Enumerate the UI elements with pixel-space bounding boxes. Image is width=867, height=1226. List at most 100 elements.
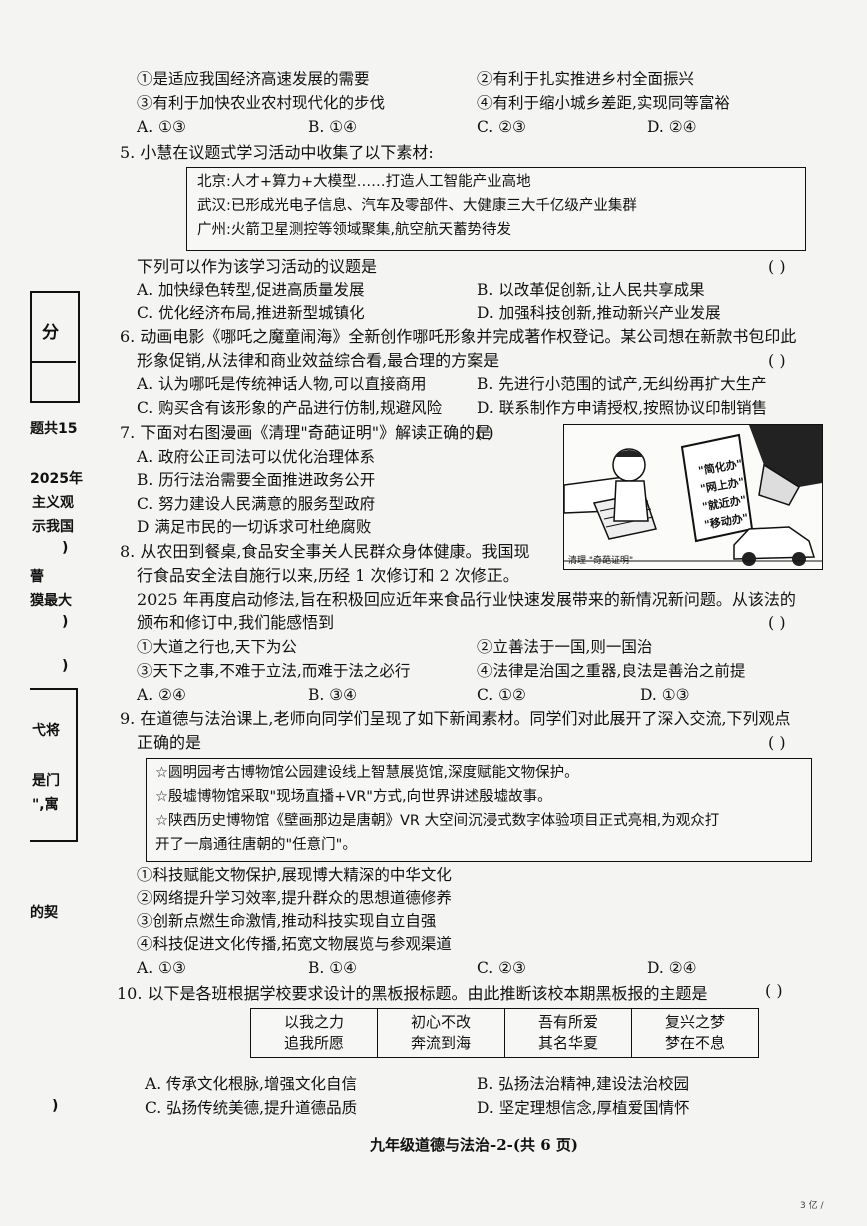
score-label: 分 [42,323,59,343]
slogan-cell: 吾有所爱其名华夏 [504,1008,632,1058]
q9-material-box: ☆圆明园考古博物馆公园建设线上智慧展览馆,深度赋能文物保护。 ☆殷墟博物馆采取"… [146,758,812,862]
margin-fragment: 獏最大 [30,593,72,609]
q8-choice-d: D. ①③ [640,686,690,704]
q6-choice-a: A. 认为哪吒是传统神话人物,可以直接商用 [137,375,427,393]
slogan-cell: 以我之力追我所愿 [250,1008,378,1058]
hand-shape [758,463,801,506]
q10-choice-c: C. 弘扬传统美德,提升道德品质 [145,1099,358,1117]
q4-choice-d: D. ②④ [647,118,697,136]
q5-material-line: 北京:人才+算力+大模型……打造人工智能产业高地 [197,174,531,190]
q8-option-3: ③天下之事,不难于立法,而难于法之必行 [137,662,411,680]
margin-fragment: ) [62,540,69,556]
slogan-line: 追我所愿 [283,1034,344,1052]
sleeve-shape [749,425,822,487]
score-box [30,291,80,403]
q10-choice-a: A. 传承文化根脉,增强文化自信 [145,1075,357,1093]
q6-choice-b: B. 先进行小范围的试产,无纠纷再扩大生产 [477,375,767,393]
slogan-line: 吾有所爱 [537,1013,598,1031]
q4-choice-b: B. ①④ [308,118,358,136]
q4-option-2: ②有利于扎实推进乡村全面振兴 [477,70,695,88]
q9-material-line: ☆殷墟博物馆采取"现场直播+VR"方式,向世界讲述殷墟故事。 [155,789,552,805]
slogan-line: 奔流到海 [410,1034,471,1052]
q8-option-1: ①大道之行也,天下为公 [137,638,297,656]
car-shape [733,526,816,560]
q7-choice-c: C. 努力建设人民满意的服务型政府 [137,495,376,513]
q9-material-line: ☆陕西历史博物馆《壁画那边是唐朝》VR 大空间沉浸式数字体验项目正式亮相,为观众… [155,813,720,829]
margin-fragment: 弋将 [32,723,60,739]
q5-answer-paren: ( ) [768,257,786,276]
margin-fragment: 2025年 [30,471,83,487]
q8-stem: 8. 从农田到餐桌,食品安全事关人民群众身体健康。我国现 [120,542,530,561]
cartoon-caption: 清理 "奇葩证明" [568,556,634,566]
q7-answer-paren: ( ) [476,423,494,442]
q9-answer-paren: ( ) [768,733,786,752]
slogan-cell: 初心不改奔流到海 [377,1008,505,1058]
q5-choice-a: A. 加快绿色转型,促进高质量发展 [137,281,365,299]
corner-mark: 3 亿 / [800,1201,824,1211]
q9-choice-a: A. ①③ [137,959,186,977]
margin-fragment: 瞢 [30,569,44,585]
q7-stem: 7. 下面对右图漫画《清理"奇葩证明"》解读正确的是 [120,423,492,442]
q9-option-2: ②网络提升学习效率,提升群众的思想道德修养 [137,889,452,907]
q10-choice-b: B. 弘扬法治精神,建设法治校园 [477,1075,690,1093]
q7-choice-a: A. 政府公正司法可以优化治理体系 [137,448,376,466]
q5-choice-c: C. 优化经济布局,推进新型城镇化 [137,304,365,322]
q10-choice-d: D. 坚定理想信念,厚植爱国情怀 [477,1099,690,1117]
slogan-line: 以我之力 [283,1013,344,1031]
q4-choice-c: C. ②③ [477,118,526,136]
margin-fragment: 示我国 [32,519,74,535]
person-body-shape [613,480,649,522]
q5-choice-b: B. 以改革促创新,让人民共享成果 [477,281,705,299]
slogan-line: 其名华夏 [537,1034,598,1052]
q8-option-2: ②立善法于一国,则一国治 [477,638,653,656]
page-footer: 九年级道德与法治-2-(共 6 页) [370,1136,578,1154]
margin-fragment: ",寓 [32,797,59,813]
q9-material-line: ☆圆明园考古博物馆公园建设线上智慧展览馆,深度赋能文物保护。 [155,765,579,781]
q4-option-1: ①是适应我国经济高速发展的需要 [137,70,370,88]
q8-option-4: ④法律是治国之重器,良法是善治之前提 [477,662,746,680]
q5-choice-d: D. 加强科技创新,推动新兴产业发展 [477,304,721,322]
q8-stem-4: 颁布和修订中,我们能感悟到 [137,613,335,632]
q8-answer-paren: ( ) [768,613,786,632]
margin-fragment: ) [52,1098,59,1114]
margin-fragment: ) [62,658,69,674]
q6-choice-c: C. 购买含有该形象的产品进行仿制,规避风险 [137,399,443,417]
slogan-line: 复兴之梦 [664,1013,725,1031]
slogan-line: 梦在不息 [664,1034,725,1052]
q9-material-line: 开了一扇通往唐朝的"任意门"。 [155,837,357,853]
q9-choice-b: B. ①④ [308,959,358,977]
q8-stem-2: 行食品安全法自施行以来,历经 1 次修订和 2 次修正。 [137,566,519,585]
q7-choice-d: D 满足市民的一切诉求可杜绝腐败 [137,518,372,536]
q4-choice-a: A. ①③ [137,118,186,136]
q9-stem-2: 正确的是 [137,733,202,752]
q9-option-3: ③创新点燃生命激情,推动科技实现自立自强 [137,912,437,930]
q6-stem: 6. 动画电影《哪吒之魔童闹海》全新创作哪吒形象并完成著作权登记。某公司想在新款… [120,327,797,346]
slogan-line: 初心不改 [410,1013,471,1031]
q5-material-line: 广州:火箭卫星测控等领域聚集,航空航天蓄势待发 [197,222,511,238]
margin-fragment: 的契 [30,905,58,921]
q8-choice-b: B. ③④ [308,686,358,704]
margin-fragment: 题共15 [30,421,78,437]
q9-option-4: ④科技促进文化传播,拓宽文物展览与参观渠道 [137,935,452,953]
q5-stem: 5. 小慧在议题式学习活动中收集了以下素材: [120,143,434,162]
cartoon-drawing [564,425,822,566]
q8-choice-a: A. ②④ [137,686,186,704]
q7-choice-b: B. 历行法治需要全面推进政务公开 [137,471,376,489]
q9-option-1: ①科技赋能文物保护,展现博大精深的中华文化 [137,866,452,884]
q6-choice-d: D. 联系制作方申请授权,按照协议印制销售 [477,399,768,417]
slogan-cell: 复兴之梦梦在不息 [631,1008,759,1058]
q9-choice-c: C. ②③ [477,959,526,977]
margin-fragment: ) [62,614,69,630]
q9-stem: 9. 在道德与法治课上,老师向同学们呈现了如下新闻素材。同学们对此展开了深入交流… [120,709,791,728]
q5-material-line: 武汉:已形成光电子信息、汽车及零部件、大健康三大千亿级产业集群 [197,198,637,214]
q4-option-4: ④有利于缩小城乡差距,实现同等富裕 [477,94,730,112]
q8-choice-c: C. ①② [477,686,526,704]
score-box-divider [30,361,76,363]
q5-material-box: 北京:人才+算力+大模型……打造人工智能产业高地 武汉:已形成光电子信息、汽车及… [186,167,806,251]
margin-fragment: 是门 [32,773,60,789]
q8-stem-3: 2025 年再度启动修法,旨在积极回应近年来食品行业快速发展带来的新情况新问题。… [137,590,796,609]
margin-box [30,688,78,842]
q7-cartoon: "简化办" "网上办" "就近办" "移动办" 清理 "奇葩证明" [563,424,823,570]
q5-question: 下列可以作为该学习活动的议题是 [137,257,378,276]
margin-fragment: 主义观 [32,495,74,511]
